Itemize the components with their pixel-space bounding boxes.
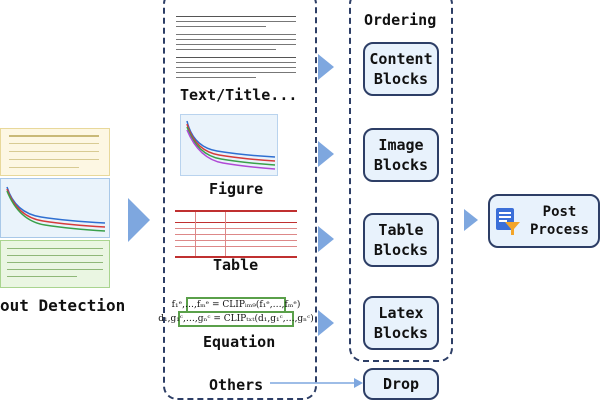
ordering-container (349, 0, 453, 362)
post-process-line2: Process (529, 222, 589, 238)
detected-elements-container (163, 0, 317, 400)
others-label: Others (209, 376, 264, 394)
filter-document-icon (496, 208, 520, 235)
post-process-box: Post Process (488, 194, 600, 248)
table-snippet (175, 210, 297, 258)
table-blocks-line1: Table (378, 221, 424, 239)
equation-line-2: d₁,g₁ᶜ,…,gₙᶜ = CLIPₜₓₜ(d₁,g₁ᶜ,…,gₙᶜ) (158, 311, 314, 327)
content-blocks-line2: Blocks (373, 70, 429, 88)
arrow-right-icon (128, 198, 150, 242)
figure-label: Figure (209, 180, 264, 198)
detected-figure-region (0, 178, 110, 238)
content-blocks-line1: Content (369, 50, 433, 68)
ordering-title: Ordering (364, 11, 437, 29)
post-process-line1: Post (542, 204, 577, 220)
figure-snippet (180, 114, 278, 176)
figure-plot-icon (186, 120, 276, 170)
image-blocks-line1: Image (378, 136, 424, 154)
text-title-label: Text/Title... (180, 86, 298, 104)
latex-blocks-line2: Blocks (373, 324, 429, 342)
arrow-right-icon (318, 226, 334, 252)
table-label: Table (213, 256, 259, 274)
arrow-right-icon (464, 209, 478, 231)
drop-box: Drop (363, 368, 439, 400)
detected-text-region (0, 240, 110, 288)
image-blocks-line2: Blocks (373, 156, 429, 174)
layout-detection-label: out Detection (0, 296, 126, 315)
drop-label: Drop (382, 375, 420, 393)
table-blocks-line2: Blocks (373, 241, 429, 259)
arrow-right-icon (318, 141, 334, 167)
arrow-right-icon (318, 310, 334, 336)
equation-label: Equation (203, 333, 276, 351)
figure-thumbnail-plot (6, 186, 106, 232)
text-snippet (176, 14, 300, 84)
latex-blocks-line1: Latex (378, 304, 424, 322)
detected-table-region (0, 128, 110, 176)
arrow-right-icon (318, 54, 334, 80)
arrow-to-drop-icon (270, 378, 363, 388)
